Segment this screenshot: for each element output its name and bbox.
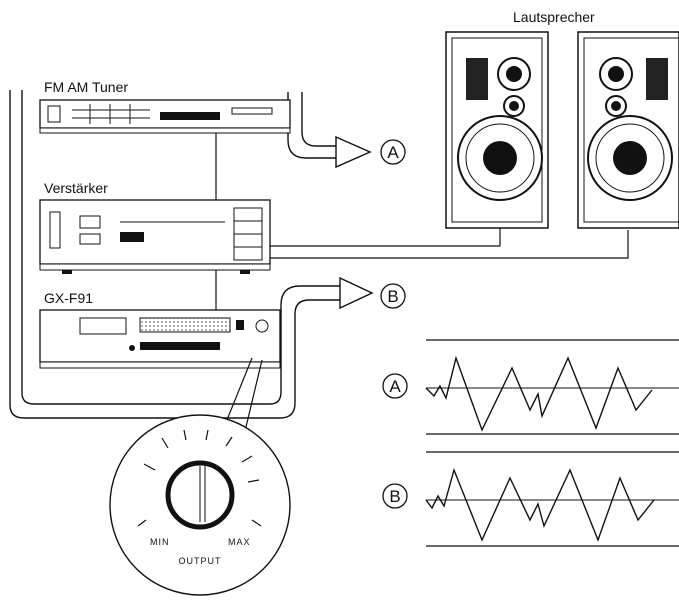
signal-path-inner [21, 90, 342, 405]
amplifier-unit [39, 199, 271, 274]
marker-a-top: A [380, 139, 406, 165]
tuner-unit [39, 99, 291, 134]
marker-b-top: B [380, 283, 406, 309]
waveform-b-panel: B [382, 451, 679, 547]
output-knob-zoom: MIN MAX OUTPUT [109, 414, 291, 596]
knob-min-label: MIN [150, 537, 170, 547]
deck-unit [39, 309, 281, 369]
waveform-b [425, 467, 655, 542]
svg-text:B: B [389, 487, 400, 506]
speakers-label: Lautsprecher [513, 9, 595, 25]
speaker-right [577, 31, 679, 229]
svg-text:A: A [389, 377, 401, 396]
waveform-a [425, 355, 653, 432]
tuner-label: FM AM Tuner [44, 79, 128, 95]
knob-max-label: MAX [228, 537, 251, 547]
svg-text:A: A [387, 143, 399, 162]
waveform-a-panel: A [382, 339, 679, 435]
arrow-head-b [339, 276, 374, 310]
signal-path-outer [9, 90, 342, 419]
knob-output-label: OUTPUT [179, 556, 222, 566]
svg-text:B: B [387, 287, 398, 306]
arrow-head-a [335, 135, 372, 169]
amplifier-label: Verstärker [44, 180, 108, 196]
speaker-cable-right [270, 230, 629, 259]
deck-label: GX-F91 [44, 290, 93, 306]
speaker-left [445, 31, 549, 229]
signal-path-tuner [287, 92, 338, 159]
speaker-cable-left [270, 226, 501, 247]
